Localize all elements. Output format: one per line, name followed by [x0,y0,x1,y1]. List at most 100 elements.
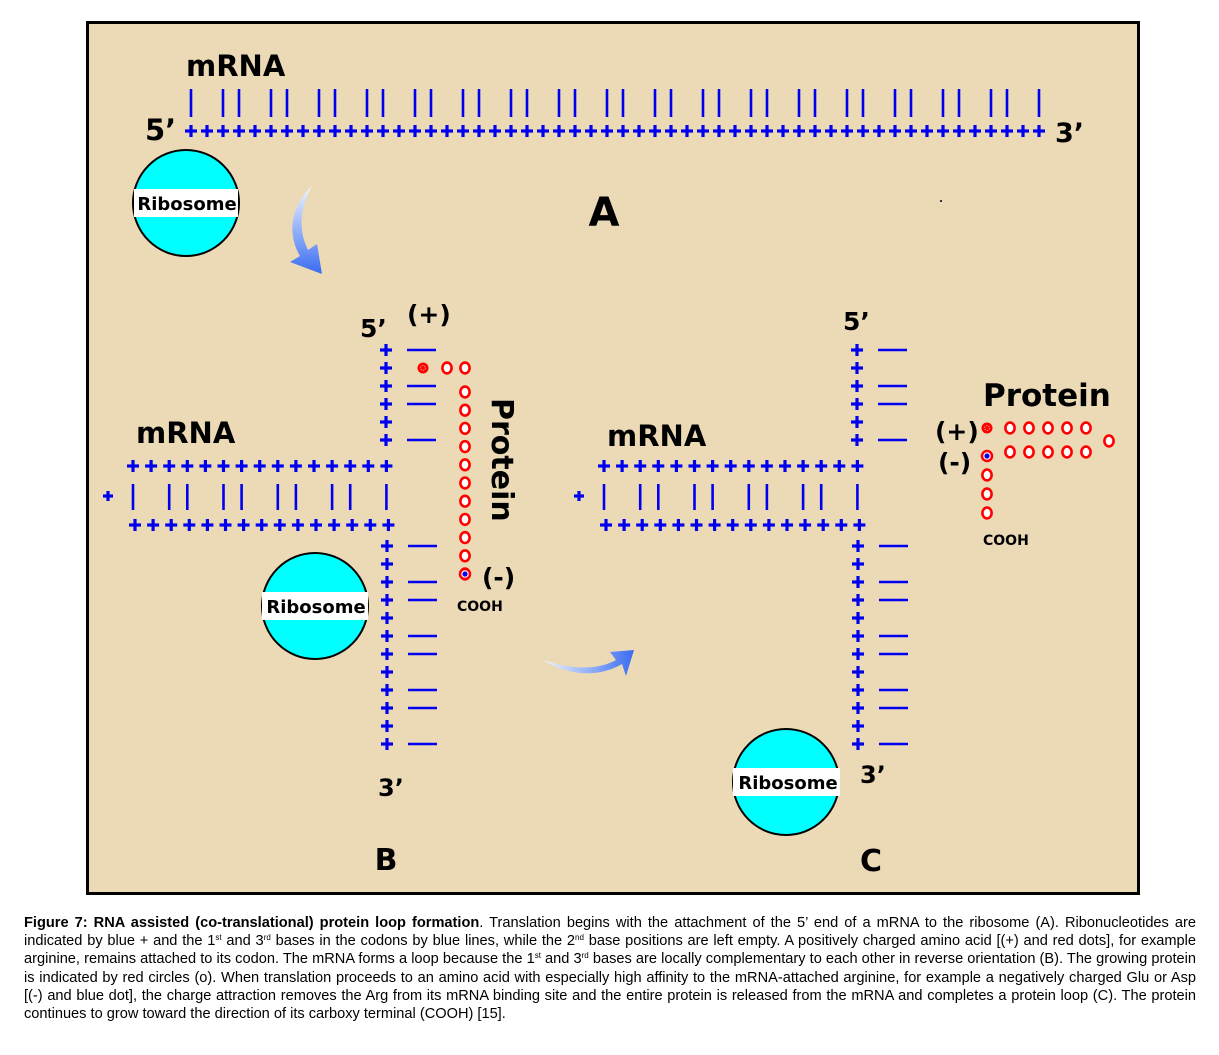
panel-a-mrna-strand [185,89,1045,137]
nucleotide-plus-icon [297,125,309,137]
nucleotide-plus-icon [616,460,629,472]
panel-c-ribosome-label: Ribosome [738,773,837,794]
nucleotide-plus-icon [1001,125,1013,137]
panel-c-plus-charge-label: (+) [935,417,979,446]
nucleotide-plus-icon [289,460,302,472]
nucleotide-plus-icon [249,125,261,137]
nucleotide-plus-icon [857,125,869,137]
nucleotide-plus-icon [937,125,949,137]
panel-b-mrna-label: mRNA [136,416,236,450]
nucleotide-plus-icon [760,460,773,472]
nucleotide-plus-icon [235,460,248,472]
nucleotide-plus-icon [345,125,357,137]
nucleotide-plus-icon [649,125,661,137]
nucleotide-plus-icon [633,125,645,137]
nucleotide-plus-icon [706,460,719,472]
nucleotide-plus-icon [165,519,178,531]
nucleotide-plus-icon [201,519,214,531]
charge-dot [984,453,990,459]
nucleotide-plus-icon [851,416,863,428]
curved-arrow-icon [290,186,322,274]
amino-acid-residue-icon [1080,421,1092,435]
panel-b-cooh-label: COOH [457,599,503,615]
panel-b-protein-chain [417,361,472,581]
arginine-residue-icon [417,362,429,374]
nucleotide-plus-icon [809,125,821,137]
nucleotide-plus-icon [441,125,453,137]
nucleotide-plus-icon [281,125,293,137]
nucleotide-plus-icon [618,519,631,531]
caption-text-6: bases are locally complementary to each … [24,951,1197,1023]
nucleotide-plus-icon [851,344,863,356]
nucleotide-plus-icon [654,519,667,531]
diagram-canvas: mRNA 5’ 3’ Ribosome A 5’ (+) mRNA Protei… [103,49,1115,879]
nucleotide-plus-icon [237,519,250,531]
nucleotide-plus-icon [835,519,848,531]
nucleotide-plus-icon [380,416,392,428]
nucleotide-plus-icon [271,460,284,472]
nucleotide-plus-icon [852,540,864,552]
nucleotide-plus-icon [569,125,581,137]
nucleotide-plus-icon [380,398,392,410]
nucleotide-plus-icon [852,648,864,660]
panel-c-five-prime-label: 5’ [843,307,870,336]
nucleotide-plus-icon [380,362,392,374]
nucleotide-plus-icon [521,125,533,137]
nucleotide-plus-icon [851,362,863,374]
panel-c-mrna-loop [574,344,908,750]
nucleotide-plus-icon [183,519,196,531]
nucleotide-plus-icon [380,460,393,472]
amino-acid-residue-icon [1004,421,1016,435]
nucleotide-plus-icon [851,460,864,472]
nucleotide-plus-icon [969,125,981,137]
panel-c-minus-charge-label: (-) [938,448,971,477]
panel-a-mrna-label: mRNA [186,49,286,83]
panel-c-label: C [860,844,882,879]
nucleotide-plus-icon [185,125,197,137]
amino-acid-residue-icon [1042,421,1054,435]
nucleotide-plus-icon [652,460,665,472]
nucleotide-plus-icon [815,460,828,472]
amino-acid-residue-icon [459,458,471,472]
amino-acid-residue-icon [459,421,471,436]
nucleotide-plus-icon [380,344,392,356]
panel-a-three-prime-label: 3’ [1055,118,1084,149]
nucleotide-plus-icon [265,125,277,137]
caption-text-2: and 3 [221,933,264,950]
superscript: nd [575,933,584,943]
nucleotide-plus-icon [665,125,677,137]
panel-c-protein-chain [980,421,1115,520]
amino-acid-residue-icon [459,403,471,417]
panel-c-mrna-label: mRNA [607,419,707,453]
nucleotide-plus-icon [852,630,864,642]
nucleotide-plus-icon [600,519,612,531]
nucleotide-plus-icon [574,491,584,501]
amino-acid-residue-icon [459,494,471,508]
nucleotide-plus-icon [362,460,375,472]
panel-a-label: A [589,190,620,236]
panel-b-ribosome: Ribosome [261,552,369,660]
amino-acid-residue-icon [1042,445,1054,459]
nucleotide-plus-icon [380,434,392,446]
nucleotide-plus-icon [489,125,501,137]
nucleotide-plus-icon [852,666,864,678]
nucleotide-plus-icon [921,125,933,137]
amino-acid-residue-icon [459,530,471,545]
nucleotide-plus-icon [634,460,647,472]
amino-acid-residue-icon [1061,421,1073,435]
amino-acid-residue-icon [459,439,471,454]
caption-text-3: bases in the codons by blue lines, while… [270,933,576,950]
nucleotide-plus-icon [326,460,339,472]
nucleotide-plus-icon [103,491,113,501]
nucleotide-plus-icon [328,519,341,531]
nucleotide-plus-icon [852,576,864,588]
nucleotide-plus-icon [382,519,395,531]
nucleotide-plus-icon [380,380,392,392]
nucleotide-plus-icon [255,519,268,531]
nucleotide-plus-icon [697,125,709,137]
nucleotide-plus-icon [724,460,737,472]
nucleotide-plus-icon [817,519,830,531]
nucleotide-plus-icon [852,720,864,732]
nucleotide-plus-icon [181,460,194,472]
nucleotide-plus-icon [713,125,725,137]
